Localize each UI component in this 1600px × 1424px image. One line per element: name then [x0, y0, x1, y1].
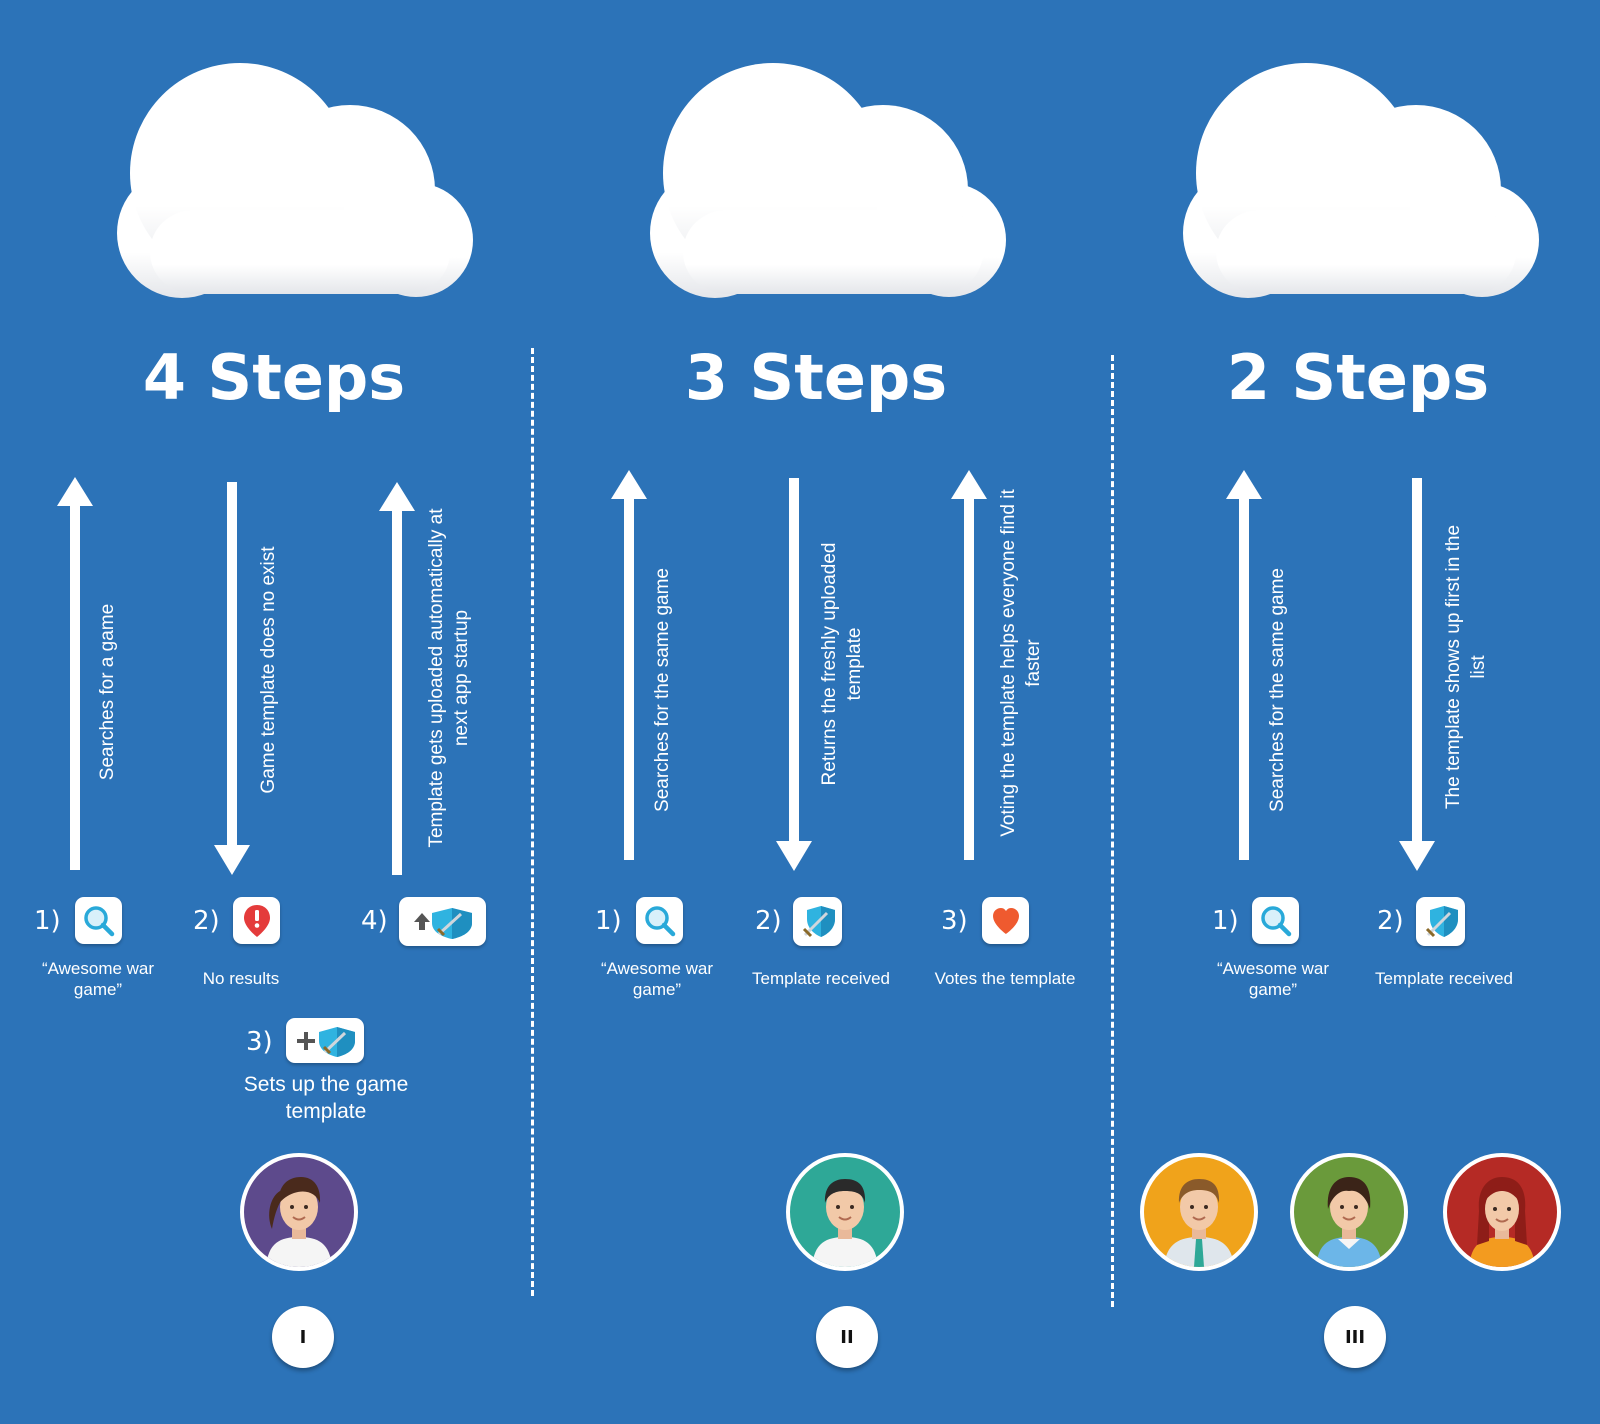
step-icon-tile	[1252, 897, 1299, 944]
arrow-label: Searches for a game	[96, 603, 118, 781]
shield-sword-icon	[802, 905, 835, 937]
alert-pin-icon	[243, 904, 270, 937]
step-number: 1)	[595, 906, 622, 936]
arrow-label: Voting the template helps everyone find …	[998, 489, 1044, 837]
arrow-label: Searches for the same game	[651, 568, 673, 812]
add-template-icon	[297, 1026, 355, 1057]
step-number: 1)	[1212, 906, 1239, 936]
step-icon-tile	[636, 897, 683, 944]
shield-sword-icon	[1425, 905, 1458, 937]
upload-template-icon	[413, 907, 472, 939]
step-icon-tile	[793, 897, 842, 946]
step-number: 2)	[193, 906, 220, 936]
step-icon-tile	[982, 897, 1029, 944]
panel-badge: II	[816, 1306, 878, 1368]
cloud-icon	[1183, 63, 1539, 298]
man-avatar-icon	[786, 1153, 904, 1271]
panel-heading: 3 Steps	[684, 341, 948, 414]
arrow-up	[611, 470, 647, 860]
step-caption: No results	[202, 969, 280, 988]
step-number: 3)	[246, 1027, 273, 1057]
arrow-up	[379, 482, 415, 875]
arrow-up	[1226, 470, 1262, 860]
step-number: 1)	[34, 906, 61, 936]
step-number: 2)	[1377, 906, 1404, 936]
search-icon	[83, 905, 114, 936]
arrow-up	[57, 477, 93, 870]
step-icon-tile	[1416, 897, 1465, 946]
panel-heading: 4 Steps	[142, 341, 406, 414]
cloud-icon	[117, 63, 473, 298]
step-number: 3)	[941, 906, 968, 936]
panel-divider	[1111, 355, 1114, 1307]
man-tie-avatar-icon	[1140, 1153, 1258, 1271]
arrow-down	[776, 478, 812, 871]
arrow-label: Returns the freshly uploaded template	[819, 542, 865, 786]
step-caption: Votes the template	[934, 969, 1076, 988]
arrow-label: Template gets uploaded automatically at …	[426, 508, 472, 848]
search-icon	[1260, 905, 1291, 936]
step-caption: “Awesome war game”	[41, 959, 155, 999]
arrow-up	[951, 470, 987, 860]
step-number: 2)	[755, 906, 782, 936]
arrow-label: The template shows up first in the list	[1443, 524, 1489, 810]
arrow-down	[214, 482, 250, 875]
panel-heading: 2 Steps	[1226, 341, 1490, 414]
woman-red-avatar-icon	[1443, 1153, 1561, 1271]
arrow-label: Game template does no exist	[257, 546, 279, 794]
arrow-down	[1399, 478, 1435, 871]
step-caption: Template received	[752, 969, 890, 988]
panel-badge: I	[272, 1306, 334, 1368]
step-icon-tile	[75, 897, 122, 944]
step-icon-tile	[286, 1018, 364, 1063]
arrow-label: Searches for the same game	[1266, 568, 1288, 812]
cloud-icon	[650, 63, 1006, 298]
step-number: 4)	[361, 906, 388, 936]
step-caption: Template received	[1375, 969, 1513, 988]
step-icon-tile	[399, 897, 486, 946]
step-caption: “Awesome war game”	[600, 959, 714, 999]
search-icon	[644, 905, 675, 936]
step-icon-tile	[233, 897, 280, 944]
step-caption: Sets up the game template	[243, 1073, 409, 1123]
woman-green-avatar-icon	[1290, 1153, 1408, 1271]
heart-icon	[992, 907, 1019, 934]
panel-divider	[531, 348, 534, 1296]
woman-ponytail-avatar-icon	[240, 1153, 358, 1271]
step-caption: “Awesome war game”	[1216, 959, 1330, 999]
panel-badge: III	[1324, 1306, 1386, 1368]
